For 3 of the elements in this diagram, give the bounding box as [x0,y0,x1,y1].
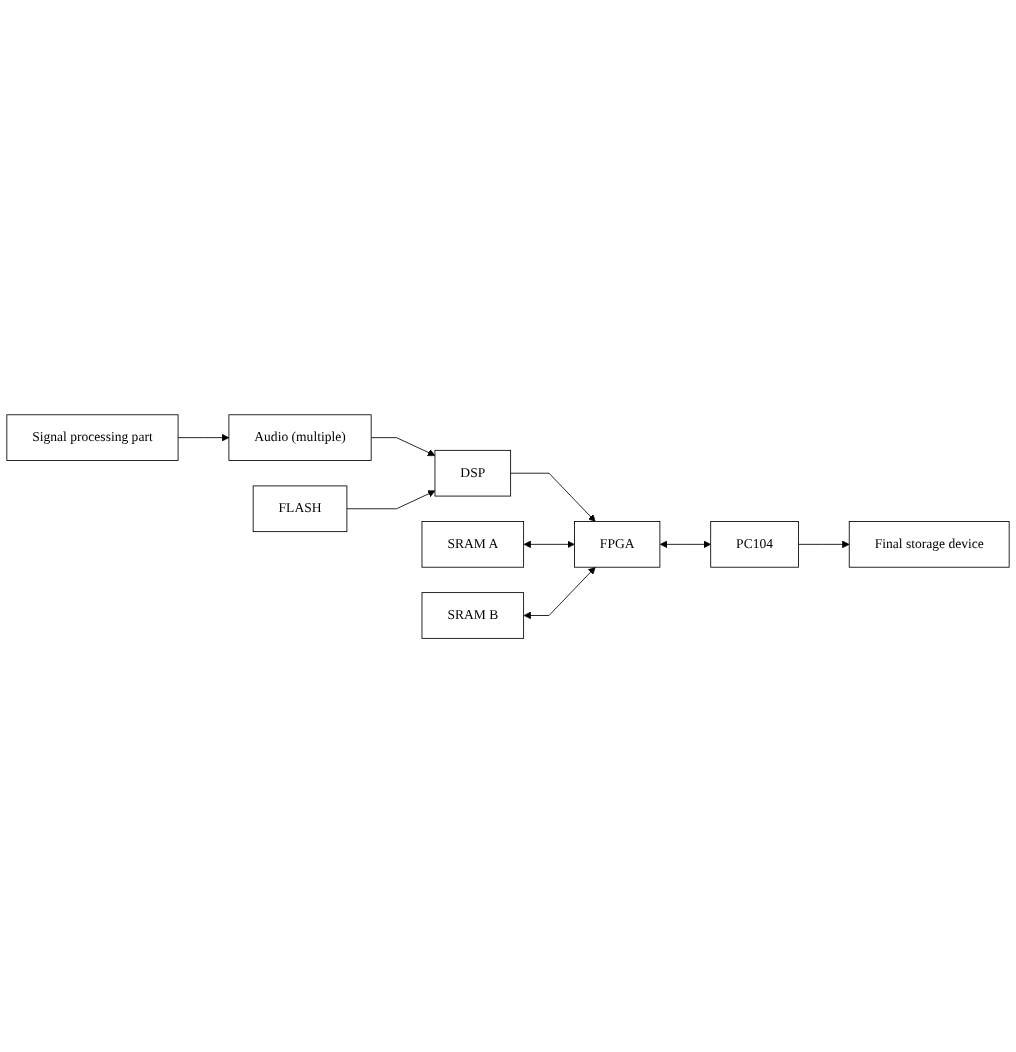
arrow [659,540,712,548]
arrow [523,566,596,619]
arrow [523,540,575,548]
